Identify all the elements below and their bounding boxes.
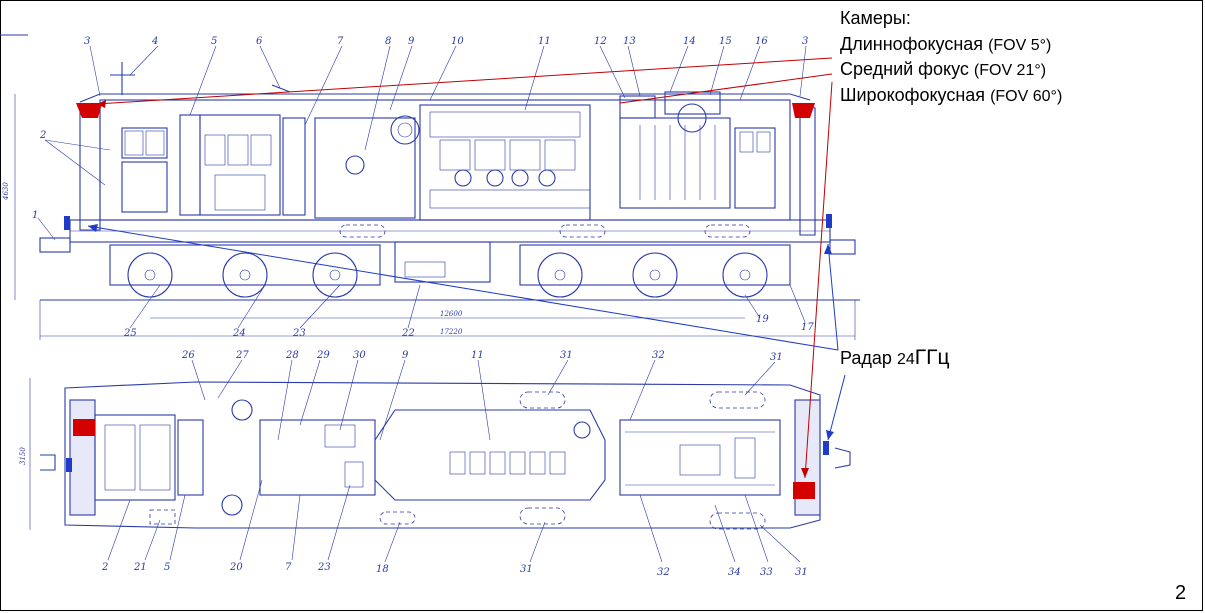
- radar-line-side-rear: [827, 243, 839, 351]
- label-top: 28: [285, 350, 299, 361]
- camera-mid-name: Средний фокус: [840, 59, 969, 79]
- radar-marker-top-rear: [823, 441, 829, 455]
- camera-line-front: [96, 57, 833, 105]
- label-top: 20: [229, 562, 243, 573]
- label-top: 23: [317, 562, 331, 573]
- label-side: 3: [84, 36, 90, 47]
- label-top: 31: [795, 567, 808, 578]
- camera-mid-fov: (FOV 21°): [973, 62, 1047, 79]
- camera-long-label: Длиннофокусная (FOV 5°): [840, 32, 1051, 58]
- label-top: 5: [164, 562, 170, 573]
- label-side: 25: [123, 328, 137, 339]
- label-top: 21: [133, 562, 147, 573]
- label-side: 1: [32, 210, 38, 221]
- label-top: 34: [728, 567, 741, 578]
- cameras-title: Камеры:: [840, 8, 911, 28]
- radar-label: Радар 24ГГц: [840, 346, 950, 372]
- label-top: 31: [770, 352, 783, 363]
- label-side: 7: [337, 36, 344, 47]
- label-side: 4: [151, 36, 158, 47]
- label-top: 29: [316, 350, 330, 361]
- camera-long-name: Длиннофокусная: [840, 34, 984, 54]
- side-view: 4630: [2, 36, 860, 340]
- label-side: 17: [801, 322, 814, 333]
- label-side: 6: [256, 36, 263, 47]
- label-side: 14: [683, 36, 696, 47]
- sensor-overlay: [64, 57, 846, 499]
- label-top: 33: [760, 567, 773, 578]
- radar-line-top: [827, 374, 846, 441]
- dim-length-bogie: 12600: [440, 310, 463, 318]
- label-top: 32: [652, 350, 665, 361]
- camera-wide-fov: (FOV 60°): [990, 88, 1063, 105]
- label-side: 10: [451, 36, 464, 47]
- radar-marker-side-front: [64, 216, 70, 230]
- camera-marker-rear: [792, 103, 815, 118]
- label-side: 5: [211, 36, 217, 47]
- label-side: 13: [623, 36, 636, 47]
- label-side: 2: [39, 130, 46, 141]
- radar-unit: ГГц: [914, 346, 950, 369]
- camera-line-top-view: [804, 81, 833, 479]
- dim-height-side: 4630: [2, 182, 10, 201]
- label-top: 31: [520, 564, 533, 575]
- label-side: 8: [385, 36, 391, 47]
- camera-marker-top-front: [73, 419, 95, 436]
- label-side: 15: [719, 36, 732, 47]
- camera-mid-label: Средний фокус (FOV 21°): [840, 57, 1046, 83]
- camera-wide-name: Широкофокусная: [840, 85, 986, 105]
- radar-name: Радар: [840, 348, 892, 368]
- label-top: 11: [471, 350, 484, 361]
- label-top: 9: [402, 350, 409, 361]
- radar-freq: 24: [896, 351, 915, 368]
- radar-line-side-front: [87, 225, 839, 351]
- page-number: 2: [1175, 582, 1187, 604]
- label-side: 19: [756, 314, 769, 325]
- label-side: 9: [408, 36, 415, 47]
- label-side: 22: [401, 328, 415, 339]
- label-top: 2: [101, 562, 108, 573]
- label-top: 27: [235, 350, 249, 361]
- radar-marker-top-front: [66, 458, 72, 472]
- label-top: 7: [285, 562, 292, 573]
- label-side: 24: [232, 328, 246, 339]
- label-side: 16: [755, 36, 768, 47]
- camera-marker-top-rear: [793, 482, 815, 499]
- label-top: 32: [657, 567, 670, 578]
- label-side: 12: [594, 36, 607, 47]
- label-top: 31: [560, 350, 573, 361]
- label-top: 26: [181, 350, 195, 361]
- label-side: 11: [538, 36, 551, 47]
- label-side: 3: [802, 36, 808, 47]
- camera-line-mid: [619, 73, 833, 104]
- radar-marker-side-rear: [826, 214, 832, 228]
- label-top: 18: [376, 564, 389, 575]
- dim-width-top: 3150: [19, 447, 27, 465]
- top-view: 3150: [19, 350, 851, 578]
- label-side: 23: [292, 328, 306, 339]
- dim-length-total: 17220: [440, 328, 463, 336]
- camera-wide-label: Широкофокусная (FOV 60°): [840, 83, 1062, 109]
- camera-long-fov: (FOV 5°): [988, 37, 1052, 54]
- label-top: 30: [353, 350, 366, 361]
- camera-marker-front: [76, 103, 102, 118]
